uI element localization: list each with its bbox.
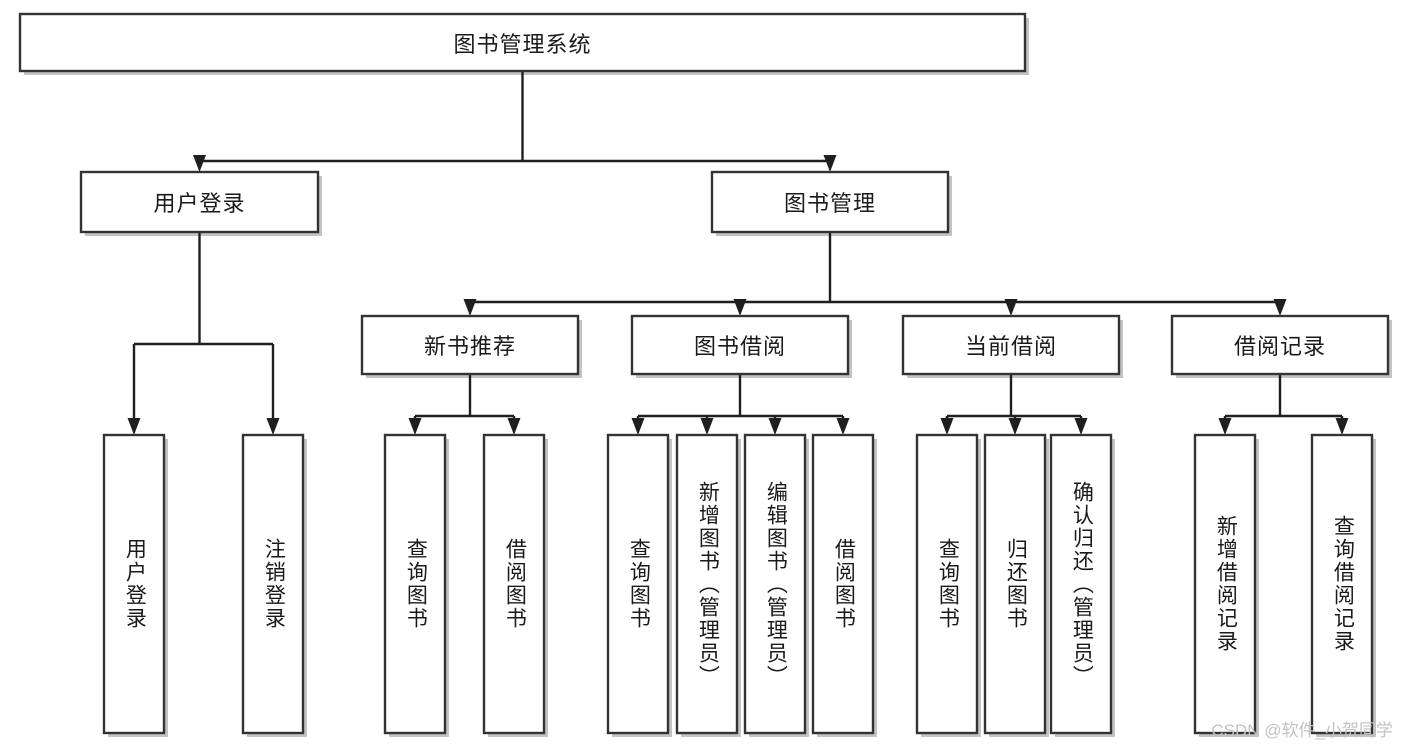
node-box-l10[interactable] bbox=[983, 433, 1047, 735]
arrow-head-icon bbox=[1218, 418, 1232, 435]
arrow-head-icon bbox=[631, 418, 645, 435]
node-box-l3[interactable] bbox=[383, 433, 447, 735]
node-box-l5[interactable] bbox=[606, 433, 670, 735]
arrow-head-icon bbox=[1273, 299, 1287, 316]
arrow-head-icon bbox=[733, 299, 747, 316]
node-box-n4[interactable] bbox=[630, 314, 850, 376]
node-box-l6[interactable] bbox=[675, 433, 739, 735]
node-box-l7[interactable] bbox=[743, 433, 807, 735]
node-box-l12[interactable] bbox=[1193, 433, 1257, 735]
arrow-head-icon bbox=[1008, 418, 1022, 435]
node-box-n6[interactable] bbox=[1170, 314, 1390, 376]
node-box-n0[interactable] bbox=[18, 12, 1027, 73]
node-box-l13[interactable] bbox=[1310, 433, 1374, 735]
node-box-layer bbox=[18, 12, 1390, 735]
arrow-head-icon bbox=[1335, 418, 1349, 435]
arrow-head-icon bbox=[1074, 418, 1088, 435]
node-box-l11[interactable] bbox=[1049, 433, 1113, 735]
node-box-l4[interactable] bbox=[482, 433, 546, 735]
node-box-l9[interactable] bbox=[915, 433, 979, 735]
arrow-head-icon bbox=[700, 418, 714, 435]
node-box-n5[interactable] bbox=[901, 314, 1121, 376]
arrow-head-icon bbox=[940, 418, 954, 435]
node-box-n1[interactable] bbox=[79, 170, 320, 234]
arrow-head-icon bbox=[823, 155, 837, 172]
node-box-l1[interactable] bbox=[102, 433, 166, 735]
node-box-n3[interactable] bbox=[360, 314, 580, 376]
arrow-head-icon bbox=[266, 418, 280, 435]
arrow-head-icon bbox=[127, 418, 141, 435]
arrow-head-icon bbox=[836, 418, 850, 435]
arrow-head-icon bbox=[1004, 299, 1018, 316]
arrow-head-icon bbox=[768, 418, 782, 435]
arrow-head-icon bbox=[408, 418, 422, 435]
arrow-head-icon bbox=[507, 418, 521, 435]
node-box-l8[interactable] bbox=[811, 433, 875, 735]
arrow-head-icon bbox=[193, 155, 206, 172]
node-box-n2[interactable] bbox=[710, 170, 950, 234]
connector-layer bbox=[127, 71, 1349, 435]
arrow-head-icon bbox=[463, 299, 477, 316]
node-box-l2[interactable] bbox=[241, 433, 305, 735]
